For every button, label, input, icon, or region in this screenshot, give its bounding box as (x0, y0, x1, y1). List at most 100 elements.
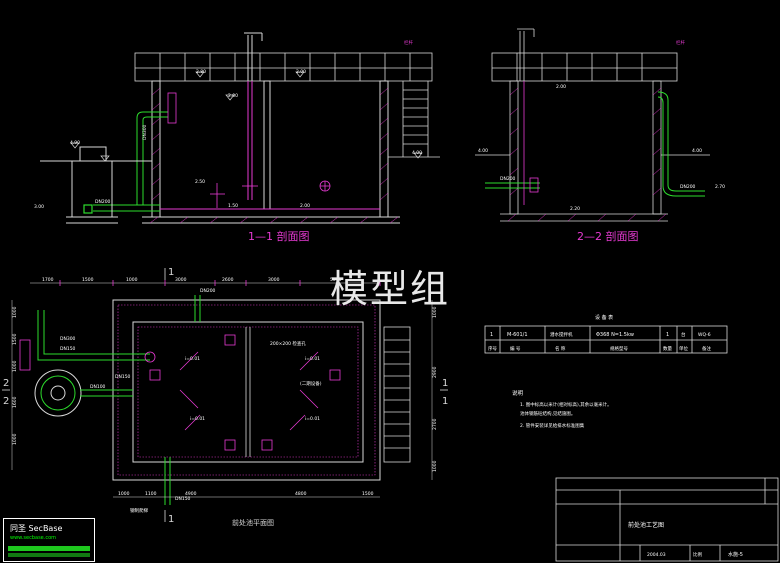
pipe-dn6: DN100 (90, 384, 106, 390)
logo-url: www.secbase.com (10, 535, 57, 541)
dim-bottom-1: 1100 (145, 491, 157, 497)
equip-row-remark: WQ-6 (698, 332, 711, 338)
dim-top-4: 2600 (222, 277, 234, 283)
level-ground1: 4.90 (70, 140, 80, 146)
logo-name: 同圣 SecBase (10, 524, 63, 533)
notes-line-3: 2. 管件安装详见给排水标准图集 (520, 422, 585, 429)
equip-row-name: 潜水搅拌机 (550, 331, 573, 338)
title-block (555, 477, 779, 562)
section-2-2 (475, 28, 710, 222)
section-mark-bottom: 1 (168, 514, 174, 525)
stairs-1 (388, 81, 440, 158)
section-mark-right-b: 1 (442, 396, 448, 407)
equip-row-code: M-601/1 (507, 332, 528, 338)
level-w2: 2.00 (556, 84, 566, 90)
tank-walls-1 (142, 80, 400, 224)
notes-line-1: 1. 图中标高以米计(相对标高),其余以毫米计。 (520, 401, 612, 408)
equip-head-spec: 规格型号 (610, 345, 628, 352)
dim-top-1: 1500 (82, 277, 94, 283)
pipe-dn2: DN200 (95, 199, 111, 205)
plan-view (2, 268, 448, 522)
equip-head-qty: 数量 (663, 345, 672, 352)
equip-head-no: 序号 (488, 345, 497, 352)
dim-right-3: 1000 (432, 460, 438, 472)
equip-head-code: 编 号 (510, 345, 521, 352)
pipe-dn1: DN300 (142, 124, 148, 140)
level-top1: 2.80 (196, 69, 206, 75)
pipe-dn3: DN200 (680, 184, 696, 190)
pipe-dn4: DN200 (500, 176, 516, 182)
dim-right-2: 2700 (432, 418, 438, 430)
equip-row-spec: Φ368 N=1.5kw (596, 332, 634, 338)
section-mark-right-a: 1 (442, 378, 448, 389)
dim-left-1: 1500 (12, 333, 18, 345)
section-mark-left-b: 2 (3, 396, 9, 407)
pipe-dn5: DN150 (60, 346, 76, 352)
plan-note-3: 钢制爬梯 (130, 507, 148, 514)
level-w1: 2.00 (228, 93, 238, 99)
dim-top-3: 3000 (175, 277, 187, 283)
plan-note-5: i=0.01 (305, 356, 320, 362)
section-2-2-title: 2—2 剖面图 (577, 229, 639, 243)
dim-right-1: 2900 (432, 366, 438, 378)
plan-note-2: (二期设备) (300, 380, 322, 387)
equip-row-unit: 台 (681, 331, 686, 338)
plan-note-9: DN150 (115, 374, 131, 380)
watermark-text: 模型组 (330, 267, 451, 311)
equip-head-remark: 备注 (702, 345, 711, 352)
equip-head-name: 名 称 (555, 345, 566, 352)
dim-top-5: 3000 (268, 277, 280, 283)
secbase-logo: 同圣 SecBase www.secbase.com (3, 518, 95, 562)
dim-top-0: 1700 (42, 277, 54, 283)
dim-left-3: 1600 (12, 396, 18, 408)
level-ground4: 4.00 (692, 148, 702, 154)
section-1-1-title: 1—1 剖面图 (248, 229, 310, 243)
roof-grating (134, 52, 433, 82)
dim-bottom-4: 1500 (362, 491, 374, 497)
plan-title: 前处池平面图 (232, 518, 274, 527)
level-b3: 2.00 (300, 203, 310, 209)
drawing-number: 水施-5 (728, 551, 743, 558)
dim-bottom-3: 4800 (295, 491, 307, 497)
level-ground2: 4.00 (412, 150, 422, 156)
plan-note-1: 200×200 检查孔 (270, 340, 306, 347)
dim-bottom-2: 4900 (185, 491, 197, 497)
pipe-dn7: DN200 (200, 288, 216, 294)
level-ground3: 4.00 (478, 148, 488, 154)
rail-label-2: 栏杆 (676, 39, 685, 46)
plan-note-8: DN300 (60, 336, 76, 342)
equipment-table (484, 325, 728, 354)
dim-bottom-0: 1000 (118, 491, 130, 497)
inlet-pipe-1 (93, 111, 168, 212)
section-1-1 (40, 32, 440, 224)
level-b5: 2.20 (570, 206, 580, 212)
dim-right-0: 1000 (432, 306, 438, 318)
equip-head-unit: 单位 (679, 345, 688, 352)
level-b4: 3.00 (34, 204, 44, 210)
equip-row-no: 1 (490, 332, 493, 338)
notes-line-2: 池体钢筋砼结构,见结施图。 (520, 410, 575, 417)
pipe-dn8: DN150 (175, 496, 191, 502)
level-b6: 2.70 (715, 184, 725, 190)
drawing-date: 2004.03 (647, 552, 666, 558)
plan-note-6: i=0.01 (190, 416, 205, 422)
section-mark-left-a: 2 (3, 378, 9, 389)
drawing-scale-label: 比例 (693, 551, 702, 558)
dim-top-2: 1000 (126, 277, 138, 283)
equip-table-title: 设 备 表 (595, 314, 613, 321)
logo-bar-2 (8, 553, 90, 557)
dim-left-2: 1000 (12, 360, 18, 372)
plan-note-7: i=0.01 (305, 416, 320, 422)
level-b1: 2.50 (195, 179, 205, 185)
level-b2: 1.50 (228, 203, 238, 209)
equip-row-qty: 1 (666, 332, 669, 338)
dim-left-0: 1000 (12, 306, 18, 318)
drawing-name: 前处池工艺图 (628, 521, 664, 529)
dim-left-4: 1000 (12, 433, 18, 445)
vent-pipe-1 (244, 32, 263, 200)
dim-top-6: 5000 (330, 277, 342, 283)
level-top2: 2.00 (296, 69, 306, 75)
plan-note-4: i=0.01 (185, 356, 200, 362)
inspection-well (40, 146, 152, 224)
